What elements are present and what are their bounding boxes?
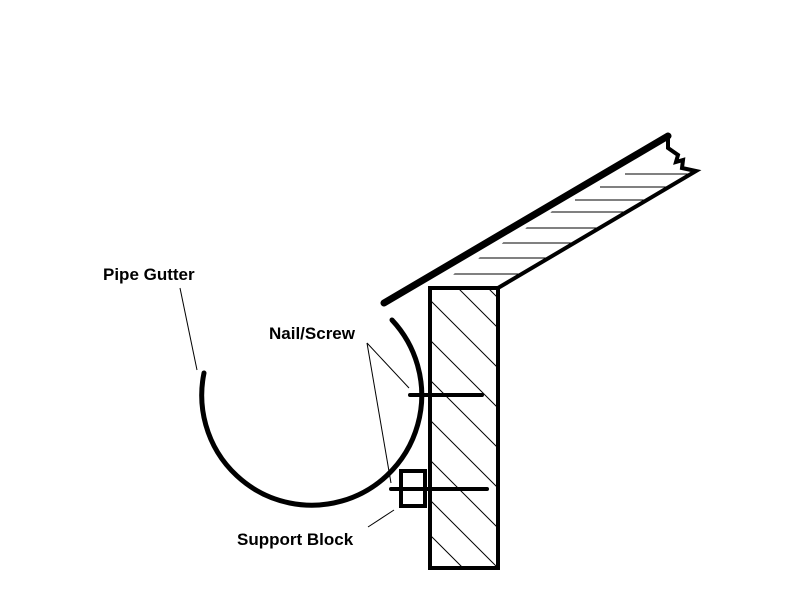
label-pipe-gutter: Pipe Gutter xyxy=(103,265,195,284)
label-support-block: Support Block xyxy=(237,530,354,549)
support-block xyxy=(399,469,427,508)
label-nail-screw: Nail/Screw xyxy=(269,324,355,343)
pipe-gutter xyxy=(199,317,425,508)
fascia-hatch xyxy=(429,287,499,569)
leader-support-block xyxy=(367,509,395,528)
leader-nail-lower xyxy=(366,342,392,484)
rafter-hatch xyxy=(440,173,694,275)
rafter-outline xyxy=(430,138,702,290)
roof-sheet xyxy=(380,132,672,307)
fascia-board xyxy=(428,286,500,570)
leader-nail-upper xyxy=(366,342,410,389)
leader-pipe-gutter xyxy=(179,287,198,371)
